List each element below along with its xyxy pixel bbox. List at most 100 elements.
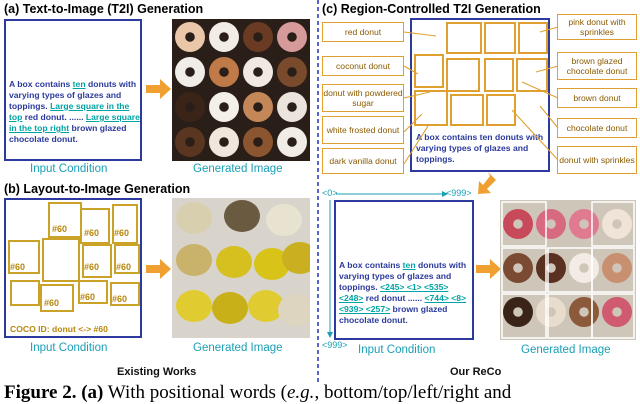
figure-caption-text: With positional words ( — [103, 382, 287, 403]
donut-hole — [513, 219, 523, 229]
region-box — [414, 90, 448, 126]
donut-hole — [219, 32, 229, 42]
region-box — [516, 58, 548, 92]
region-label: pink donut with sprinkles — [557, 14, 637, 40]
region-overlay — [591, 293, 635, 339]
donut-hole — [612, 307, 622, 317]
donut-hole — [185, 32, 195, 42]
prompt-text: A box contains — [339, 260, 403, 270]
region-label: chocolate donut — [557, 118, 637, 138]
prompt-text: red donut ...... — [363, 293, 425, 303]
panel-a-output-caption: Generated Image — [193, 163, 283, 175]
donut-hole — [253, 102, 263, 112]
panel-c-input-box: A box contains ten donuts with varying t… — [334, 200, 474, 340]
coco-id-label: COCO ID: donut <-> #60 — [10, 324, 108, 334]
prompt-highlight: ten — [72, 79, 86, 89]
layout-box — [112, 204, 138, 244]
existing-works-label: Existing Works — [117, 366, 197, 378]
prompt-highlight: <744> <8> <939> <257> — [339, 293, 467, 314]
donut-hole — [253, 32, 263, 42]
region-overlay — [501, 293, 547, 339]
donut-hole — [579, 307, 589, 317]
region-box — [446, 58, 480, 92]
region-box — [484, 22, 516, 54]
divider — [317, 0, 319, 385]
panel-c-input-caption: Input Condition — [358, 344, 436, 356]
prompt-text: red donut. ...... — [22, 112, 86, 122]
coord-token-start: <0> — [322, 188, 338, 198]
prompt-text: donuts with varying types of glazes and … — [9, 79, 137, 111]
donut-hole — [546, 219, 556, 229]
donut-hole — [253, 137, 263, 147]
layout-box-label: #60 — [80, 292, 96, 302]
panel-a-title: (a) Text-to-Image (T2I) Generation — [4, 2, 204, 16]
region-label: dark vanilla donut — [322, 148, 404, 174]
donut-hole — [612, 263, 622, 273]
region-box — [414, 54, 444, 88]
coord-arrow — [336, 191, 448, 197]
panel-a-prompt: A box contains ten donuts with varying t… — [9, 79, 141, 145]
figure-caption-text: , bottom/top/left/right and — [314, 382, 512, 403]
region-label: red donut — [322, 22, 404, 42]
layout-box-label: #60 — [114, 228, 130, 238]
arrow-right-icon — [146, 79, 171, 99]
panel-b-title: (b) Layout-to-Image Generation — [4, 182, 191, 196]
figure-caption-bold: (a) — [76, 382, 104, 403]
donut-hole — [287, 137, 297, 147]
donut-hole — [185, 67, 195, 77]
blob-shape — [254, 248, 290, 280]
prompt-highlight: Large square in the top — [9, 101, 130, 122]
layout-box — [80, 208, 110, 244]
donut-hole — [253, 67, 263, 77]
region-box — [486, 94, 516, 126]
panel-c-title: (c) Region-Controlled T2I Generation — [322, 2, 541, 16]
prompt-text: brown glazed chocolate donut. — [339, 304, 448, 325]
panel-b-input-box: #60 #60 #60 #60 #60 #60 #60 #60 #60 COCO… — [4, 198, 142, 338]
panel-b-input-caption: Input Condition — [30, 342, 108, 354]
donut-hole — [219, 102, 229, 112]
layout-box-label: #60 — [84, 228, 100, 238]
donut-hole — [287, 67, 297, 77]
donut-hole — [287, 32, 297, 42]
layout-box-label: #60 — [52, 224, 68, 234]
prompt-text: donuts with varying types of glazes and … — [339, 260, 467, 292]
coord-arrow-vertical — [327, 200, 333, 338]
layout-box — [82, 244, 112, 278]
panel-b-output-caption: Generated Image — [193, 342, 283, 354]
figure-caption: Figure 2. (a) With positional words (e.g… — [4, 382, 511, 404]
prompt-highlight: Large square in the top right — [9, 112, 140, 133]
layout-box-label: #60 — [112, 294, 128, 304]
layout-box — [110, 282, 140, 306]
blob-shape — [176, 290, 212, 322]
region-label: donut with sprinkles — [557, 146, 637, 174]
layout-box — [40, 284, 74, 312]
layout-box — [42, 238, 80, 282]
region-overlay — [591, 247, 635, 293]
region-overlay — [591, 201, 635, 247]
region-box — [450, 94, 484, 126]
region-label: brown donut — [557, 88, 637, 108]
figure-caption-italic: e.g. — [287, 382, 315, 403]
donut-hole — [185, 102, 195, 112]
blob-shape — [282, 242, 310, 274]
layout-box-label: #60 — [84, 262, 100, 272]
layout-box — [10, 280, 40, 306]
connector-lines — [403, 26, 559, 165]
coord-token-bottom: <999> — [322, 340, 348, 350]
prompt-highlight: <245> <1> <535> <248> — [339, 282, 449, 303]
panel-c-prompt: A box contains ten donuts with varying t… — [339, 260, 473, 326]
region-box — [484, 58, 514, 92]
layout-box-label: #60 — [44, 298, 60, 308]
coord-token-end: <999> — [446, 188, 472, 198]
donut-hole — [513, 307, 523, 317]
panel-a-input-caption: Input Condition — [30, 163, 108, 175]
generated-layout-image — [172, 198, 310, 338]
donut-hole — [185, 137, 195, 147]
panel-a-input-box: A box contains ten donuts with varying t… — [4, 19, 142, 161]
prompt-text: brown glazed chocolate donut. — [9, 123, 127, 144]
donut-hole — [219, 67, 229, 77]
blob-shape — [224, 200, 260, 232]
donut-hole — [219, 137, 229, 147]
layout-box — [114, 244, 140, 274]
prompt-text: A box contains — [9, 79, 73, 89]
